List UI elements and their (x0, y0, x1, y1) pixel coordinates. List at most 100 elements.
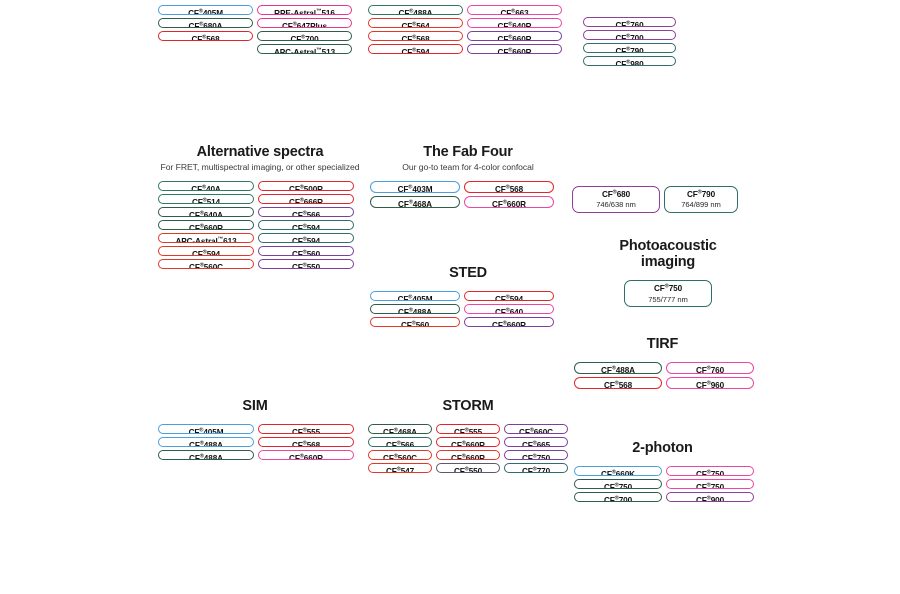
dye-pill[interactable]: CF®500R490/417 nm (258, 181, 354, 192)
dye-pill[interactable]: CF®488A480/633 nm (158, 437, 254, 448)
dye-pill[interactable]: CF®660R643/682 nm (464, 196, 554, 209)
dye-pill[interactable]: CF®900791/870 nm (666, 492, 754, 503)
dye-pill[interactable]: CF®555563/550 nm (258, 424, 354, 435)
dye-pill[interactable]: CF®750668/799 nm (504, 450, 568, 461)
dye-pill[interactable]: CF®550797/879 nm (258, 259, 354, 270)
dye-pill[interactable]: CF®560853/673 nm (258, 246, 354, 257)
dye-pill[interactable]: CF®564517/544 nm (368, 18, 463, 28)
dye-pill[interactable]: CF®468A560/325 nm (370, 196, 460, 209)
dye-pill[interactable]: CF®660R669/599 nm (436, 437, 500, 448)
registered-mark: ® (302, 223, 307, 230)
dye-pill[interactable]: CF®660C663/839 nm (504, 424, 568, 435)
dye-name: CF®405M (188, 8, 223, 15)
dye-pill[interactable]: CF®790792/810 nm (583, 43, 676, 53)
dye-pill[interactable]: CF®960643/633 nm (666, 377, 754, 390)
registered-mark: ® (706, 482, 711, 489)
dye-pill[interactable]: CF®568563/583 nm (258, 437, 354, 448)
dye-pill[interactable]: APC-Astral™613788/133 nm (158, 233, 254, 244)
section-title: 2-photon (632, 440, 693, 456)
dye-pill[interactable]: CF®594556/812 nm (368, 44, 463, 54)
dye-pill[interactable]: CF®488A490/511 nm (368, 5, 463, 15)
dye-pill[interactable]: CF®700791/813 nm (574, 492, 662, 503)
dye-pill[interactable]: CF®403M400/523 nm (370, 181, 460, 194)
dye-pill[interactable]: RPE-Astral™516580/611 nm (257, 5, 352, 15)
dye-pill[interactable]: CF®468A490/515 nm (368, 424, 432, 435)
dye-pill[interactable]: CF®980852/870 nm (583, 56, 676, 66)
section-title: SIM (242, 398, 268, 414)
column: CF®405M404/402 nm CF®680A491/517 nm CF®568… (158, 5, 253, 41)
dye-pill[interactable]: CF®560C662/635 nm (158, 259, 254, 270)
dye-pill[interactable]: CF®680A491/517 nm (158, 18, 253, 28)
dye-pill[interactable]: CF®770781/009 nm (504, 463, 568, 474)
dye-name: CF®640R (497, 21, 532, 28)
dye-pill[interactable]: APC-Astral™513788/613 nm (257, 44, 352, 54)
dye-pill[interactable]: CF®568552/983 nm (368, 31, 463, 41)
registered-mark: ® (302, 440, 307, 447)
section-title: Alternative spectra (196, 144, 324, 160)
section-title: STED (449, 265, 487, 281)
dye-name: CF®750 (695, 469, 725, 477)
column: CF®663603/938 nm CF®640R620/533 nm CF®660R… (467, 5, 562, 54)
dye-pill[interactable]: CF®660R658/787 nm (464, 317, 554, 328)
dye-pill[interactable]: CF®666R811/738 nm (258, 194, 354, 205)
dye-pill[interactable]: CF®550755/777 nm (436, 463, 500, 474)
dye-name: APC-Astral™513 (273, 47, 336, 54)
dye-pill[interactable]: CF®640653/620 nm (464, 304, 554, 315)
dye-name: CF®488A (398, 307, 432, 315)
dye-pill[interactable]: CF®568562/963 nm (158, 31, 253, 41)
dye-pill[interactable]: CF®660R661/599 nm (436, 450, 500, 461)
dye-pill[interactable]: CF®488A490/515 nm (158, 450, 254, 461)
dye-pill[interactable]: CF®700784/809 nm (583, 30, 676, 40)
dye-pill[interactable]: CF®555560/539 nm (436, 424, 500, 435)
dye-pill[interactable]: CF®760681/998 nm (583, 17, 676, 27)
dye-pill[interactable]: CF®488A400/515 nm (574, 362, 662, 375)
registered-mark: ® (532, 466, 537, 473)
registered-mark: ® (464, 466, 469, 473)
dye-pill[interactable]: CF®647Plus667/558 nm (257, 18, 352, 28)
dye-pill[interactable]: CF®566566/533 nm (368, 437, 432, 448)
dye-pill[interactable]: CF®640A690/185 nm (158, 207, 254, 218)
dye-name: CF®770 (521, 466, 551, 474)
dye-pill[interactable]: CF®405M401/432 nm (158, 424, 254, 435)
dye-pill[interactable]: CF®660R643/870 nm (258, 450, 354, 461)
dye-pill[interactable]: CF®568653/633 nm (574, 377, 662, 390)
dye-pill[interactable]: CF®700553/322 nm (257, 31, 352, 41)
column: CF®760544/638 nm CF®960643/633 nm (666, 362, 754, 390)
dye-pill[interactable]: CF®660R662/882 nm (467, 31, 562, 41)
dye-pill[interactable]: CF®640R620/533 nm (467, 18, 562, 28)
dye-name: CF®660R (189, 223, 223, 231)
dye-pill[interactable]: CF®594555/852 nm (258, 220, 354, 231)
dye-name: CF®790 (615, 46, 644, 53)
dye-pill[interactable]: CF®760544/638 nm (666, 362, 754, 375)
dye-pill[interactable]: CF®665661/587 nm (504, 437, 568, 448)
dye-pill[interactable]: CF®750784/889 nm (666, 479, 754, 490)
dye-pill[interactable]: CF®405M404/402 nm (158, 5, 253, 15)
dye-pill[interactable]: CF®405M400/431 nm (370, 291, 460, 302)
dye-pill[interactable]: CF®560C590/612 nm (368, 450, 432, 461)
dye-name: CF®665 (521, 440, 551, 448)
dye-pill[interactable]: CF®547550/983 nm (368, 463, 432, 474)
dye-pill[interactable]: CF®568560/760 nm (464, 181, 554, 194)
dye-pill[interactable]: CF®40A490/411 nm (158, 181, 254, 192)
dye-name: CF®560C (383, 453, 417, 461)
dye-pill[interactable]: CF®750759/775 nm (574, 479, 662, 490)
dye-pill[interactable]: CF®660K630/532 nm (574, 466, 662, 477)
dye-pill[interactable]: CF®566683/811 nm (258, 207, 354, 218)
dye-name: CF®700 (603, 495, 633, 503)
dye-pill[interactable]: CF®594559/518 nm (464, 291, 554, 302)
dye-pill[interactable]: CF®660R755/777 nm (467, 44, 562, 54)
dye-pill[interactable]: CF®660R563/522 nm (158, 220, 254, 231)
dye-pill[interactable]: CF®663603/938 nm (467, 5, 562, 15)
dye-pill[interactable]: CF®594560/675 nm (158, 246, 254, 257)
dye-pill[interactable]: CF®514617/532 nm (158, 194, 254, 205)
dye-pill[interactable]: CF®488A855/535 nm (370, 304, 460, 315)
trademark-mark: ™ (315, 8, 322, 15)
dye-pill[interactable]: CF®594822/822 nm (258, 233, 354, 244)
dye-pill[interactable]: CF®560562/538 nm (370, 317, 460, 328)
